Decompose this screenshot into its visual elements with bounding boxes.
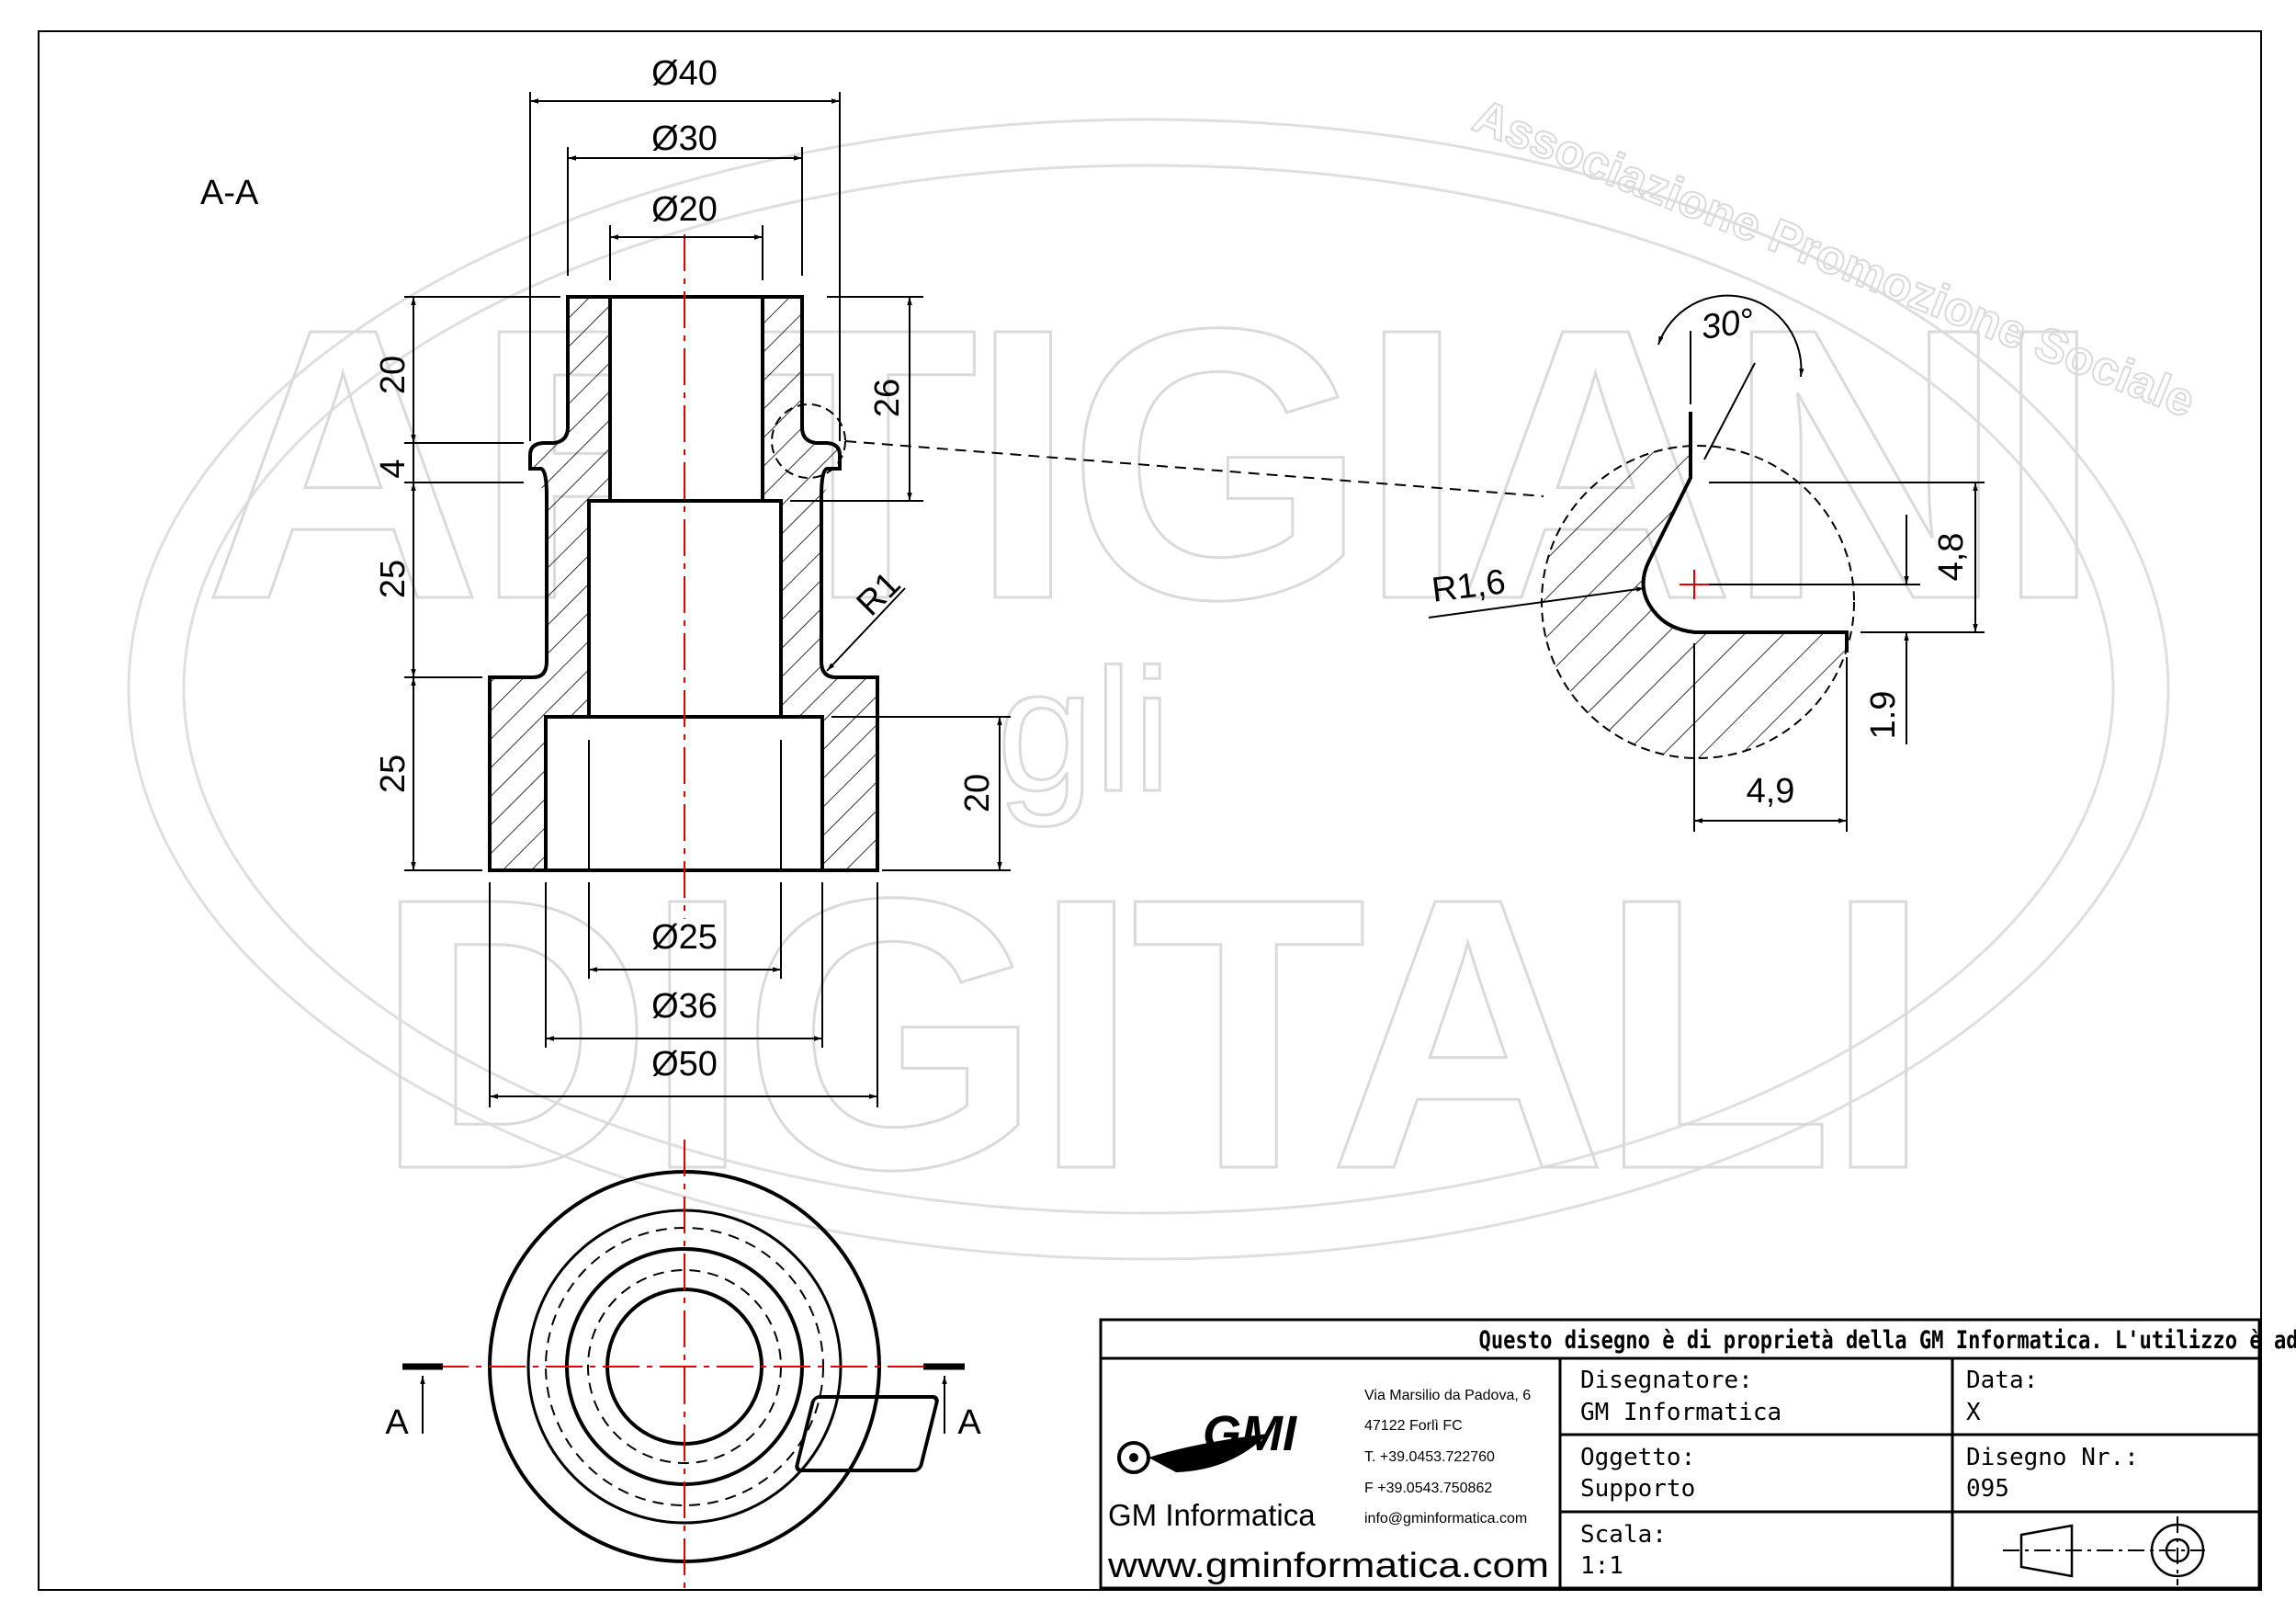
section-dimensions: [404, 92, 1011, 1107]
address-line-5: info@gminformatica.com: [1364, 1511, 1527, 1527]
section-arrow-left-label: A: [385, 1403, 409, 1442]
dim-dia-25: Ø25: [651, 918, 718, 957]
dim-height-25-bottom: 25: [374, 755, 413, 793]
address-line-4: F +39.0543.750862: [1364, 1481, 1492, 1496]
address-line-2: 47122 Forlì FC: [1364, 1418, 1463, 1434]
title-block: Questo disegno è di proprietà della GM I…: [795, 1318, 2296, 1590]
company-website: www.gminformatica.com: [1107, 1547, 1549, 1585]
dim-dia-30: Ø30: [651, 119, 718, 158]
projection-symbol: [2003, 1516, 2205, 1585]
drawing-no-value: 095: [1966, 1475, 2009, 1503]
dim-dia-36: Ø36: [651, 987, 718, 1026]
section-arrow-right-label: A: [957, 1403, 981, 1442]
watermark-middle-text: gli: [997, 633, 1171, 828]
watermark-inner-ellipse: [182, 164, 2115, 1215]
object-label: Oggetto:: [1580, 1444, 1695, 1471]
address-line-1: Via Marsilio da Padova, 6: [1364, 1388, 1531, 1403]
detail-dim-19: 1.9: [1864, 691, 1903, 740]
detail-radius-r16: R1,6: [1430, 562, 1508, 609]
date-value: X: [1966, 1399, 1981, 1426]
section-title: A-A: [200, 174, 259, 212]
company-name: GM Informatica: [1108, 1498, 1316, 1532]
scale-value: 1:1: [1580, 1552, 1623, 1580]
date-label: Data:: [1966, 1367, 2038, 1394]
designer-value: GM Informatica: [1580, 1399, 1781, 1426]
dim-height-4: 4: [374, 459, 413, 478]
watermark: ARTIGIANI gli DIGITALI Associazione Prom…: [127, 88, 2203, 1261]
section-hatch-left: [490, 297, 610, 870]
dim-height-25-mid: 25: [374, 560, 413, 598]
dim-height-20-top: 20: [374, 356, 413, 394]
logo-letters: GMI: [1203, 1406, 1297, 1461]
dim-height-20-right: 20: [958, 774, 997, 812]
detail-leader-line: [844, 440, 1544, 497]
dim-height-26: 26: [868, 379, 907, 417]
drawing-no-label: Disegno Nr.:: [1966, 1444, 2139, 1471]
detail-hatch: [1542, 446, 1847, 758]
detail-view: 30° R1,6 4,8 1.9 4,9: [1428, 294, 1985, 832]
section-view: [488, 234, 1544, 919]
object-value: Supporto: [1580, 1475, 1695, 1503]
watermark-outer-ellipse: [127, 118, 2170, 1261]
company-logo: GMI: [795, 1395, 1297, 1474]
designer-label: Disegnatore:: [1580, 1367, 1753, 1394]
watermark-top-text: ARTIGIANI: [204, 249, 2094, 680]
title-block-notice: Questo disegno è di proprietà della GM I…: [1479, 1326, 2296, 1355]
dim-dia-40: Ø40: [651, 54, 718, 93]
dim-dia-20: Ø20: [651, 190, 718, 229]
section-outline: [488, 295, 879, 872]
detail-profile: [1641, 412, 1849, 653]
scale-label: Scala:: [1580, 1521, 1667, 1549]
watermark-bottom-text: DIGITALI: [374, 819, 1922, 1250]
address-line-3: T. +39.0453.722760: [1364, 1449, 1495, 1465]
detail-angle-30: 30°: [1699, 301, 1757, 347]
plan-view: A A: [385, 1140, 981, 1590]
detail-dim-49: 4,9: [1747, 772, 1795, 811]
sheet-border: [38, 30, 2262, 1591]
section-dimension-texts: Ø40 Ø30 Ø20 20 4 25 25 26 20 Ø25 Ø36 Ø50…: [374, 54, 997, 1084]
bore-top: [608, 295, 764, 503]
dim-dia-50: Ø50: [651, 1045, 718, 1084]
detail-dim-48: 4,8: [1932, 533, 1971, 582]
